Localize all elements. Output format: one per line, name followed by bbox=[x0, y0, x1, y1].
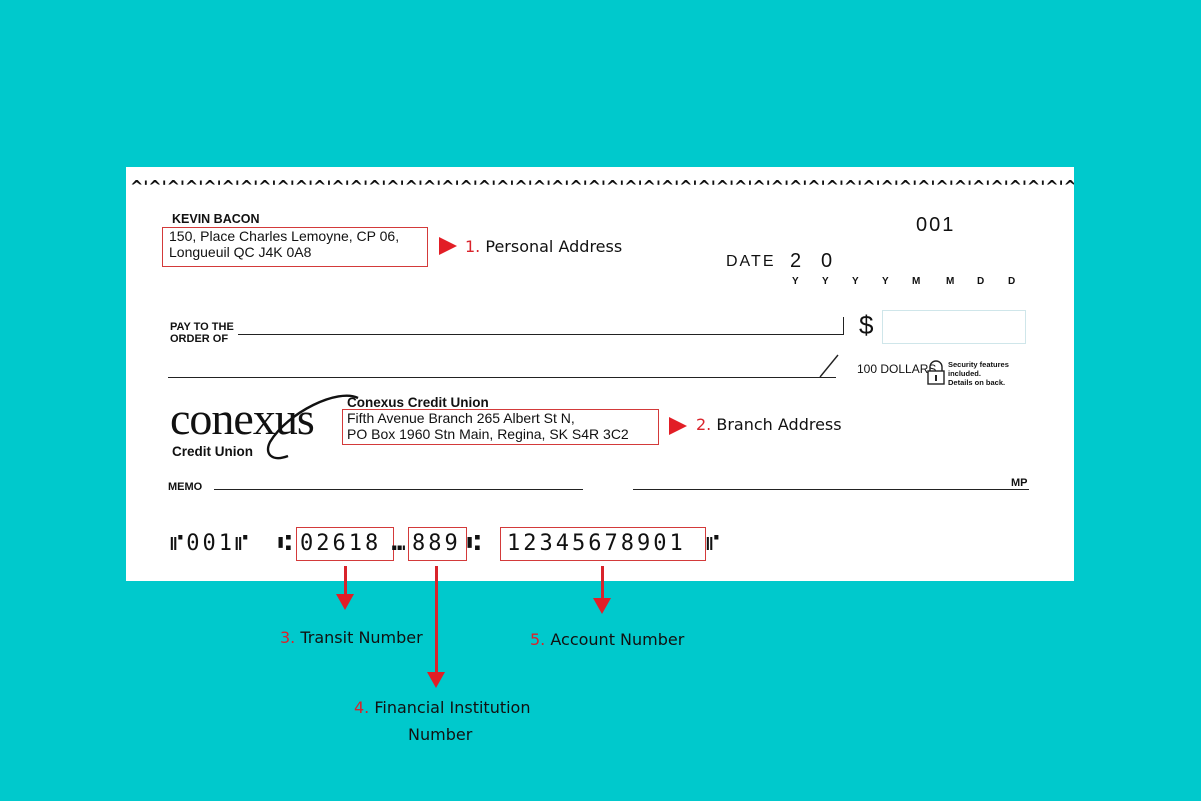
branch-address-line1: Fifth Avenue Branch 265 Albert St N, bbox=[347, 410, 575, 426]
pay-to-label-line2: ORDER OF bbox=[170, 333, 229, 345]
callout-label: Branch Address bbox=[716, 415, 842, 434]
date-format-letter: D bbox=[977, 276, 985, 287]
personal-address-line2: Longueuil QC J4K 0A8 bbox=[169, 244, 312, 260]
arrow-down-icon bbox=[593, 598, 611, 614]
payee-line-end bbox=[843, 317, 845, 335]
bank-logo-subtitle: Credit Union bbox=[172, 444, 253, 459]
branch-address-highlight: Fifth Avenue Branch 265 Albert St N, PO … bbox=[342, 409, 659, 445]
micr-account-number: 12345678901 bbox=[507, 531, 686, 556]
security-border: ^'^'^'^'^'^'^'^'^'^'^'^'^'^'^'^'^'^'^'^'… bbox=[130, 177, 1074, 196]
personal-address-highlight: 150, Place Charles Lemoyne, CP 06, Longu… bbox=[162, 227, 428, 267]
micr-account-suffix: ⑈ bbox=[706, 531, 723, 556]
date-format-letter: M bbox=[946, 276, 955, 287]
logo-swoosh-icon bbox=[266, 394, 359, 460]
signature-mp-label: MP bbox=[1011, 477, 1028, 489]
security-note: Security features included. Details on b… bbox=[948, 360, 1009, 387]
date-format-letter: Y bbox=[822, 276, 829, 287]
micr-separator: ⑉ bbox=[392, 531, 409, 556]
callout-account-number: 5. Account Number bbox=[530, 630, 684, 649]
dollar-sign: $ bbox=[859, 310, 874, 340]
account-number-highlight: 12345678901 bbox=[500, 527, 706, 561]
date-format-letter: Y bbox=[792, 276, 799, 287]
dollars-label: 100 DOLLARS bbox=[857, 362, 937, 376]
micr-institution-suffix: ⑆ bbox=[467, 531, 484, 556]
transit-number-highlight: 02618 bbox=[296, 527, 394, 561]
callout-label: Transit Number bbox=[300, 628, 423, 647]
micr-transit-prefix: ⑆ bbox=[278, 531, 295, 556]
amount-field[interactable] bbox=[882, 310, 1026, 344]
fraction-slash-icon bbox=[819, 354, 839, 378]
pay-to-label-line1: PAY TO THE bbox=[170, 321, 234, 333]
callout-number: 5. bbox=[530, 630, 546, 649]
padlock-icon bbox=[927, 360, 945, 385]
memo-line[interactable] bbox=[214, 489, 583, 491]
date-format-letter: Y bbox=[852, 276, 859, 287]
account-holder-name: KEVIN BACON bbox=[172, 212, 260, 226]
micr-cheque-number: ⑈001⑈ bbox=[170, 531, 252, 556]
arrow-institution-shaft bbox=[435, 566, 438, 674]
security-note-line2: included. bbox=[948, 369, 981, 378]
arrow-down-icon bbox=[427, 672, 445, 688]
pay-to-label: PAY TO THE ORDER OF bbox=[170, 321, 234, 345]
date-format-letter: M bbox=[912, 276, 921, 287]
date-digit: 2 bbox=[790, 250, 802, 272]
callout-number: 3. bbox=[280, 628, 296, 647]
date-format-letter: D bbox=[1008, 276, 1016, 287]
callout-label: Account Number bbox=[550, 630, 685, 649]
micr-transit-number: 02618 bbox=[300, 531, 382, 556]
callout-label: Personal Address bbox=[485, 237, 623, 256]
cheque: ^'^'^'^'^'^'^'^'^'^'^'^'^'^'^'^'^'^'^'^'… bbox=[126, 167, 1074, 581]
bank-name: Conexus Credit Union bbox=[347, 395, 489, 410]
written-amount-line[interactable] bbox=[168, 377, 836, 379]
date-label: DATE bbox=[726, 253, 776, 270]
callout-number: 1. bbox=[465, 237, 481, 256]
memo-label: MEMO bbox=[168, 481, 203, 493]
callout-institution-number-line2: Number bbox=[408, 725, 473, 744]
date-format-letter: Y bbox=[882, 276, 889, 287]
arrow-right-icon bbox=[439, 237, 457, 255]
payee-line[interactable] bbox=[238, 334, 844, 336]
micr-institution-number: 889 bbox=[412, 531, 461, 556]
arrow-transit-shaft bbox=[344, 566, 347, 596]
security-note-line1: Security features bbox=[948, 360, 1009, 369]
arrow-right-icon bbox=[669, 417, 687, 435]
signature-line[interactable] bbox=[633, 489, 1029, 491]
callout-institution-number: 4. Financial Institution bbox=[354, 698, 530, 717]
callout-number: 4. bbox=[354, 698, 370, 717]
callout-personal-address: 1. Personal Address bbox=[465, 237, 622, 256]
date-digit: 0 bbox=[821, 250, 833, 272]
arrow-down-icon bbox=[336, 594, 354, 610]
branch-address-line2: PO Box 1960 Stn Main, Regina, SK S4R 3C2 bbox=[347, 426, 629, 442]
callout-number: 2. bbox=[696, 415, 712, 434]
personal-address-line1: 150, Place Charles Lemoyne, CP 06, bbox=[169, 228, 400, 244]
callout-label: Financial Institution bbox=[374, 698, 531, 717]
callout-branch-address: 2. Branch Address bbox=[696, 415, 842, 434]
callout-transit-number: 3. Transit Number bbox=[280, 628, 423, 647]
institution-number-highlight: 889 bbox=[408, 527, 467, 561]
security-note-line3: Details on back. bbox=[948, 378, 1006, 387]
arrow-account-shaft bbox=[601, 566, 604, 600]
cheque-number: 001 bbox=[916, 214, 956, 236]
